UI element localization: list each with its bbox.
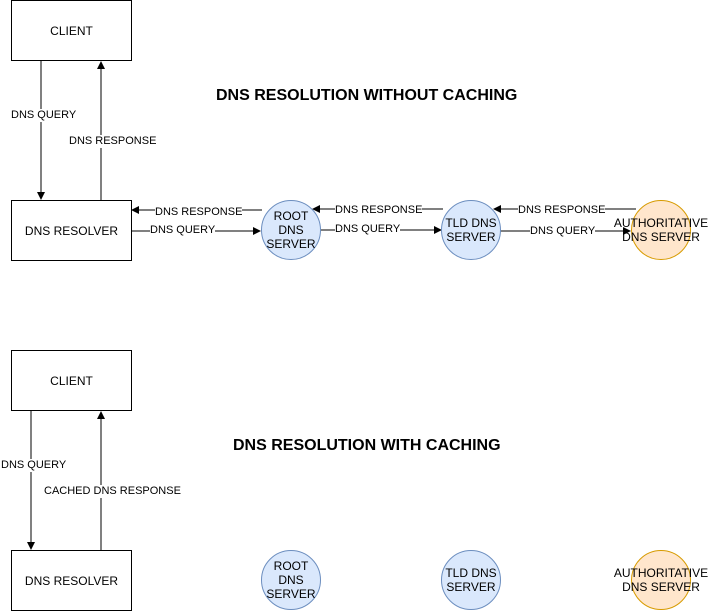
edge-label-client-query-cached: DNS QUERY <box>1 459 67 472</box>
dns-resolver-node: DNS RESOLVER <box>11 200 132 261</box>
edge-label-cached-response: CACHED DNS RESPONSE <box>44 485 181 498</box>
root-dns-server-label-cached: ROOT DNS SERVER <box>266 559 316 601</box>
tld-dns-server-label-cached: TLD DNS SERVER <box>445 566 497 594</box>
authoritative-dns-server-label-cached: AUTHORITATIVE DNS SERVER <box>613 566 708 594</box>
authoritative-dns-server-node-cached: AUTHORITATIVE DNS SERVER <box>614 550 708 610</box>
root-dns-server-node: ROOT DNS SERVER <box>261 200 321 260</box>
client-label: CLIENT <box>50 23 93 38</box>
edge-label-tld-response: DNS RESPONSE <box>335 204 423 217</box>
client-label-cached: CLIENT <box>50 373 93 388</box>
diagram-title-without-caching: DNS RESOLUTION WITHOUT CACHING <box>216 87 518 104</box>
tld-dns-server-node-cached: TLD DNS SERVER <box>441 550 501 610</box>
edge-label-root-query: DNS QUERY <box>150 224 216 237</box>
authoritative-dns-server-label: AUTHORITATIVE DNS SERVER <box>613 216 708 244</box>
root-dns-server-node-cached: ROOT DNS SERVER <box>261 550 321 610</box>
edge-label-client-query: DNS QUERY <box>11 109 77 122</box>
dns-resolver-label-cached: DNS RESOLVER <box>24 573 119 588</box>
authoritative-dns-server-node: AUTHORITATIVE DNS SERVER <box>614 200 708 260</box>
edge-label-auth-query: DNS QUERY <box>530 225 596 238</box>
tld-dns-server-label: TLD DNS SERVER <box>445 216 497 244</box>
tld-dns-server-node: TLD DNS SERVER <box>441 200 501 260</box>
dns-resolver-node-cached: DNS RESOLVER <box>11 550 132 611</box>
edge-label-auth-response: DNS RESPONSE <box>518 204 606 217</box>
client-node: CLIENT <box>11 0 132 61</box>
dns-resolver-label: DNS RESOLVER <box>24 223 119 238</box>
root-dns-server-label: ROOT DNS SERVER <box>266 209 316 251</box>
client-node-cached: CLIENT <box>11 350 132 411</box>
edge-label-root-response: DNS RESPONSE <box>155 206 243 219</box>
diagram-title-with-caching: DNS RESOLUTION WITH CACHING <box>233 437 501 454</box>
edge-label-tld-query: DNS QUERY <box>335 223 401 236</box>
edge-label-client-response: DNS RESPONSE <box>69 135 157 148</box>
